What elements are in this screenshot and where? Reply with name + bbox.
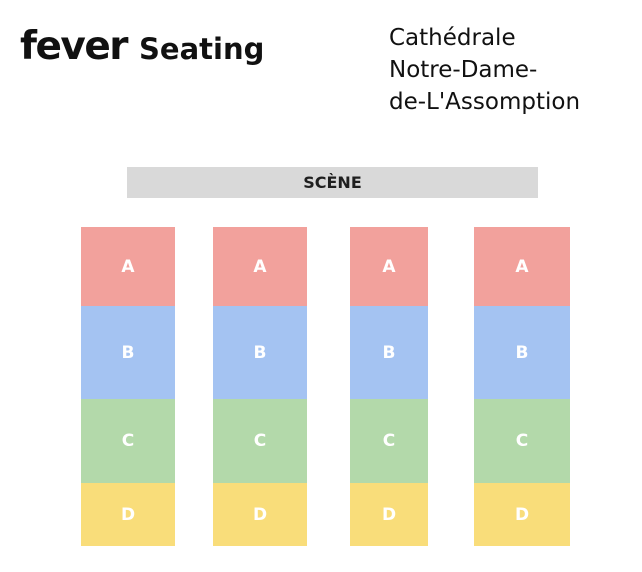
page-title: Seating bbox=[139, 32, 265, 66]
venue-name: Cathédrale Notre-Dame- de-L'Assomption bbox=[389, 22, 639, 118]
zone-a-block-2: A bbox=[213, 227, 307, 306]
zone-a-block-1: A bbox=[81, 227, 175, 306]
fever-logo: fever bbox=[20, 24, 129, 69]
zone-c-block-4: C bbox=[474, 399, 570, 483]
zone-b-block-4: B bbox=[474, 306, 570, 399]
brand-header: fever Seating bbox=[20, 24, 264, 69]
zone-a-block-4: A bbox=[474, 227, 570, 306]
stage-bar: SCÈNE bbox=[127, 167, 538, 198]
zone-d-block-4: D bbox=[474, 483, 570, 546]
zone-c-block-3: C bbox=[350, 399, 428, 483]
zone-a-block-3: A bbox=[350, 227, 428, 306]
zone-c-block-1: C bbox=[81, 399, 175, 483]
zone-b-block-2: B bbox=[213, 306, 307, 399]
venue-name-line-1: Cathédrale bbox=[389, 25, 516, 51]
zone-d-block-1: D bbox=[81, 483, 175, 546]
zone-d-block-3: D bbox=[350, 483, 428, 546]
venue-name-line-3: de-L'Assomption bbox=[389, 89, 581, 115]
venue-name-line-2: Notre-Dame- bbox=[389, 57, 538, 83]
zone-b-block-1: B bbox=[81, 306, 175, 399]
zone-d-block-2: D bbox=[213, 483, 307, 546]
zone-b-block-3: B bbox=[350, 306, 428, 399]
zone-c-block-2: C bbox=[213, 399, 307, 483]
